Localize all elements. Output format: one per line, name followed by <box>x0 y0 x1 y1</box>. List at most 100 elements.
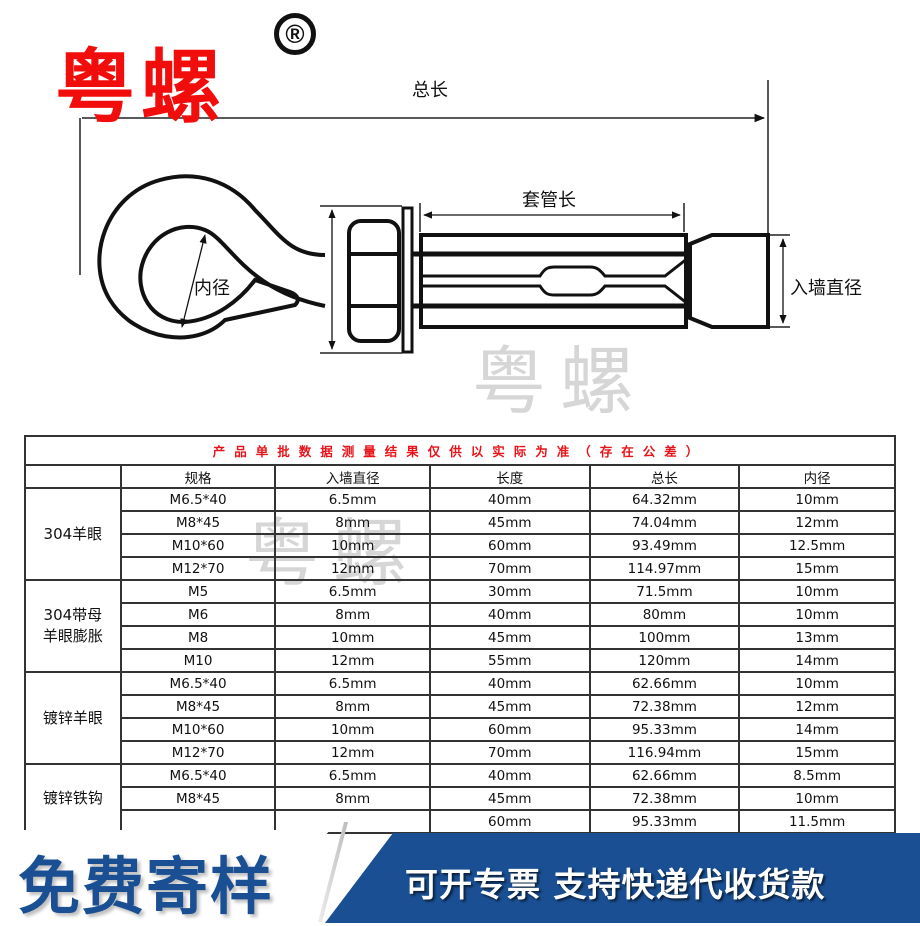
group-label-line: 304带母 <box>43 606 103 624</box>
cell: 8mm <box>274 694 431 719</box>
cell: 30mm <box>429 579 591 604</box>
cell: 45mm <box>429 510 591 535</box>
cell: 40mm <box>429 763 591 788</box>
cell: 14mm <box>738 648 896 673</box>
cell: M6.5*40 <box>119 763 277 788</box>
cell: 12mm <box>738 510 896 535</box>
total-length-label: 总长 <box>412 76 448 102</box>
sleeve-length-label: 套管长 <box>522 186 576 212</box>
table-header-row: 规格 入墙直径 长度 总长 内径 <box>24 464 896 489</box>
watermark: 粤螺 <box>472 339 648 425</box>
cell: 10mm <box>274 533 431 558</box>
cell: 40mm <box>429 487 591 512</box>
cell: 8.5mm <box>738 763 896 788</box>
eye-hook-anchor-diagram <box>79 80 790 354</box>
cell: M8*45 <box>119 786 277 811</box>
cell: 114.97mm <box>588 556 741 581</box>
cell: 71.5mm <box>588 579 741 604</box>
cell: 62.66mm <box>588 671 741 696</box>
cell: 72.38mm <box>588 694 741 719</box>
cell: M10 <box>119 648 277 673</box>
cell: 60mm <box>429 809 591 834</box>
cell: 95.33mm <box>588 809 741 834</box>
cell: 80mm <box>588 602 741 627</box>
brand-logo: 粤螺 <box>55 41 227 134</box>
cell: 60mm <box>429 717 591 742</box>
column-header: 入墙直径 <box>274 464 431 489</box>
column-header <box>24 464 122 489</box>
cell: 8mm <box>274 602 431 627</box>
cell: 6.5mm <box>274 579 431 604</box>
cell: 6.5mm <box>274 487 431 512</box>
cell: M12*70 <box>119 740 277 765</box>
free-sample-text: 免费寄样 <box>18 850 275 923</box>
cell <box>119 809 277 834</box>
cell: 10mm <box>738 602 896 627</box>
cell: 10mm <box>274 625 431 650</box>
group-label: 304带母羊眼膨胀 <box>24 579 122 673</box>
group-label-line: 羊眼膨胀 <box>42 627 103 645</box>
cell: 93.49mm <box>588 533 741 558</box>
cell: 45mm <box>429 625 591 650</box>
cell: 15mm <box>738 740 896 765</box>
column-header: 长度 <box>429 464 591 489</box>
cell: 10mm <box>738 671 896 696</box>
cell: M8*45 <box>119 510 277 535</box>
cell: 62.66mm <box>588 763 741 788</box>
cell <box>274 809 431 834</box>
cell: M10*60 <box>119 533 277 558</box>
cell: M10*60 <box>119 717 277 742</box>
cell: 95.33mm <box>588 717 741 742</box>
cell: M8*45 <box>119 694 277 719</box>
inner-diameter-label: 内径 <box>194 278 230 299</box>
cell: 10mm <box>738 786 896 811</box>
services-panel <box>325 833 920 923</box>
group-label: 镀锌铁钩 <box>24 763 122 834</box>
cell: 8mm <box>274 786 431 811</box>
cell: 11.5mm <box>738 809 896 834</box>
cell: 55mm <box>429 648 591 673</box>
cell: 40mm <box>429 602 591 627</box>
cell: 8mm <box>274 510 431 535</box>
cell: 12mm <box>274 556 431 581</box>
cell: 10mm <box>738 579 896 604</box>
cell: 45mm <box>429 694 591 719</box>
cell: 12mm <box>738 694 896 719</box>
cell: M5 <box>119 579 277 604</box>
cell: 60mm <box>429 533 591 558</box>
cell: 64.32mm <box>588 487 741 512</box>
cell: 12.5mm <box>738 533 896 558</box>
services-text: 可开专票 支持快递代收货款 <box>405 865 826 904</box>
cell: 12mm <box>274 740 431 765</box>
column-header: 内径 <box>738 464 896 489</box>
drill-diameter-label: 入墙直径 <box>790 274 862 300</box>
cell: 100mm <box>588 625 741 650</box>
cell: M6.5*40 <box>119 487 277 512</box>
cell: 6.5mm <box>274 763 431 788</box>
cell: 120mm <box>588 648 741 673</box>
promo-banner: 免费寄样 可开专票 支持快递代收货款 <box>0 822 920 923</box>
cell: M6 <box>119 602 277 627</box>
spec-table: 产品单批数据测量结果仅供以实际为准（存在公差） 规格 入墙直径 长度 总长 内径… <box>24 435 896 834</box>
column-header: 总长 <box>588 464 741 489</box>
registered-trademark-icon: ® <box>274 13 316 55</box>
cell: 70mm <box>429 740 591 765</box>
cell: 70mm <box>429 556 591 581</box>
cell: 14mm <box>738 717 896 742</box>
group-label: 304羊眼 <box>24 487 122 581</box>
tolerance-note: 产品单批数据测量结果仅供以实际为准（存在公差） <box>24 435 896 466</box>
column-header: 规格 <box>119 464 277 489</box>
